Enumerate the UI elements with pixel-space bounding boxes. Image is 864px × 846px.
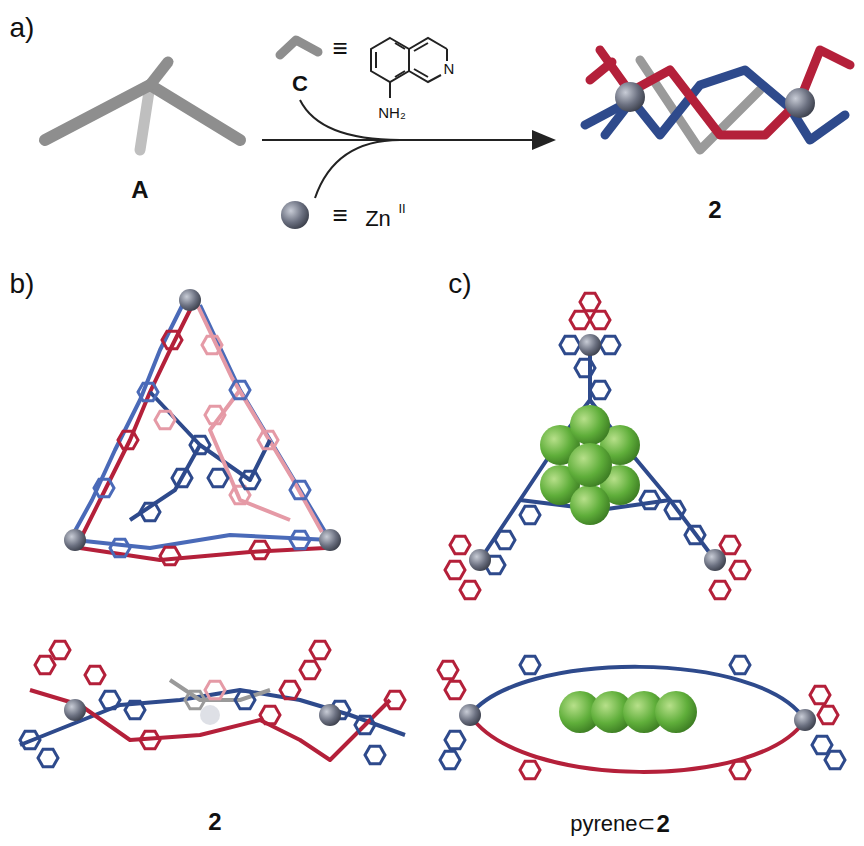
atom-label: N [443,61,456,76]
compound-label: 2 [656,812,669,836]
equivalence-sign: ≡ [332,35,347,61]
component-label: C [292,73,308,95]
atom-label: NH₂ [378,105,406,120]
oxidation-state: II [398,202,405,215]
compound-label: 2 [208,810,221,834]
panel-letter: b) [10,270,35,298]
panel-letter: a) [10,14,35,42]
metal-label: Zn [365,208,391,230]
complex-label: pyrene⊂ [570,813,655,835]
panel-letter: c) [448,270,471,298]
equivalence-sign: ≡ [332,202,347,228]
compound-label: A [131,178,148,202]
compound-label: 2 [708,198,721,222]
